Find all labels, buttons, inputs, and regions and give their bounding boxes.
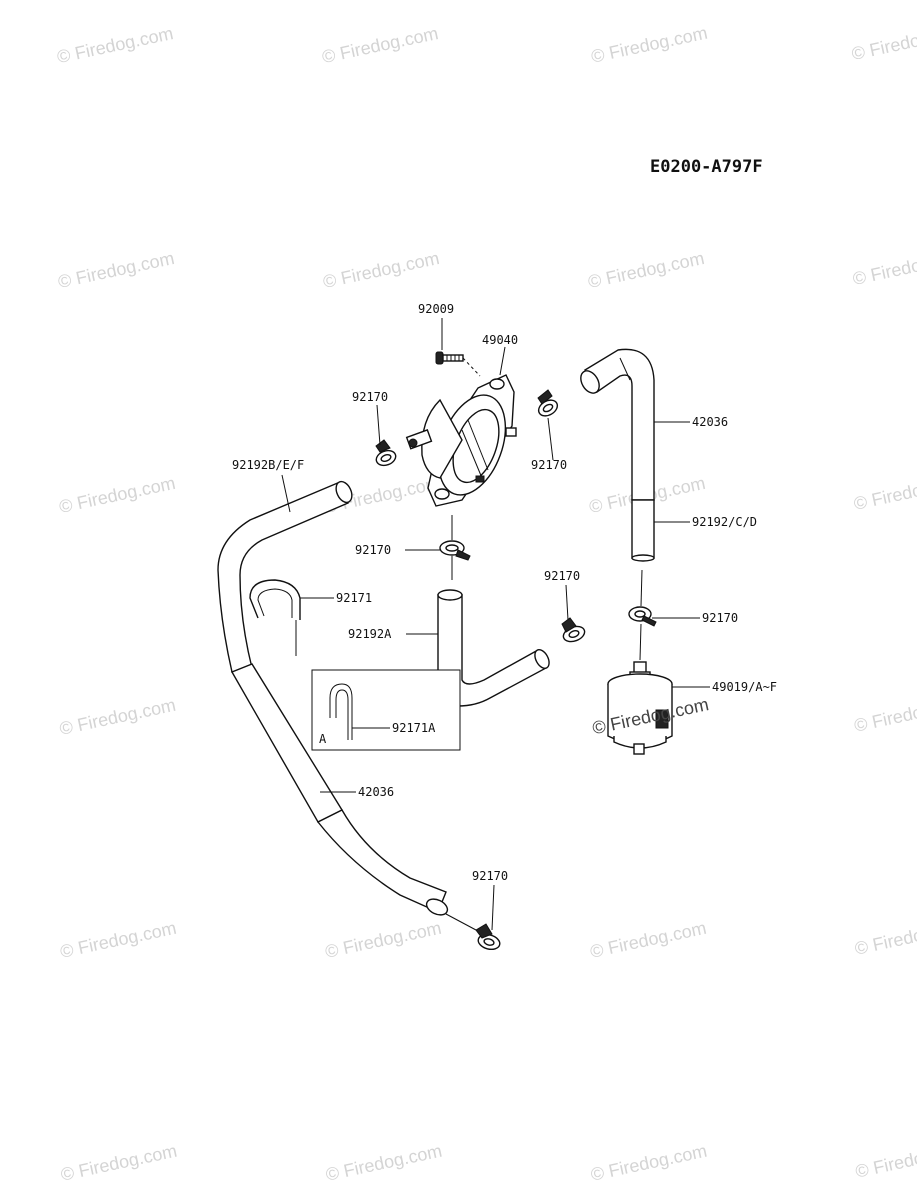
watermark: © Firedog.com	[854, 1138, 917, 1182]
fuel-pump	[405, 374, 517, 507]
label-92170-bottom: 92170	[472, 869, 508, 883]
label-49019: 49019/A~F	[712, 680, 777, 694]
label-92170-mid: 92170	[355, 543, 391, 557]
inset-box: A	[311, 669, 461, 751]
watermark-layer: © Firedog.com © Firedog.com © Firedog.co…	[55, 20, 917, 1185]
label-92170-right: 92170	[531, 458, 567, 472]
label-92009: 92009	[418, 302, 454, 316]
clip	[249, 579, 301, 656]
label-42036-top: 42036	[692, 415, 728, 429]
label-92170-filter: 92170	[702, 611, 738, 625]
watermark: © Firedog.com	[58, 918, 178, 962]
hose-upper-right	[580, 348, 655, 562]
label-92170-mid-right: 92170	[544, 569, 580, 583]
clamp	[537, 389, 559, 417]
watermark: © Firedog.com	[850, 20, 917, 64]
watermark: © Firedog.com	[324, 1141, 444, 1185]
watermark: © Firedog.com	[586, 248, 706, 292]
watermark: © Firedog.com	[589, 23, 709, 67]
clamp	[475, 923, 501, 951]
watermark: © Firedog.com	[588, 918, 708, 962]
label-92192cd: 92192/C/D	[692, 515, 757, 529]
watermark: © Firedog.com	[589, 1141, 709, 1185]
watermark: © Firedog.com	[852, 470, 917, 514]
watermark: © Firedog.com	[59, 1141, 179, 1185]
label-92192bef: 92192B/E/F	[232, 458, 304, 472]
watermark: © Firedog.com	[57, 473, 177, 517]
label-49040: 49040	[482, 333, 518, 347]
label-92170-left: 92170	[352, 390, 388, 404]
leader-lines	[281, 318, 710, 931]
diagram-code: E0200-A797F	[650, 157, 763, 177]
clamp	[375, 439, 397, 467]
inset-label: A	[319, 732, 327, 746]
label-92192a: 92192A	[348, 627, 392, 641]
hose-left	[217, 480, 449, 916]
clamp	[628, 606, 657, 627]
watermark: © Firedog.com	[321, 248, 441, 292]
screw	[435, 351, 481, 377]
part-labels: 92009 49040 92170 92170 42036 92192B/E/F…	[232, 302, 777, 883]
watermark: © Firedog.com	[851, 245, 917, 289]
label-92171: 92171	[336, 591, 372, 605]
watermark: © Firedog.com	[56, 248, 176, 292]
watermark: © Firedog.com	[853, 915, 917, 959]
watermark: © Firedog.com	[58, 695, 178, 739]
watermark: © Firedog.com	[55, 23, 175, 67]
clamp	[561, 617, 586, 643]
label-42036-bottom: 42036	[358, 785, 394, 799]
watermark: © Firedog.com	[320, 23, 440, 67]
watermark: © Firedog.com	[852, 692, 917, 736]
clamp	[439, 540, 471, 561]
label-92171a: 92171A	[392, 721, 436, 735]
watermark: © Firedog.com	[323, 918, 443, 962]
fuel-filter	[607, 661, 673, 755]
